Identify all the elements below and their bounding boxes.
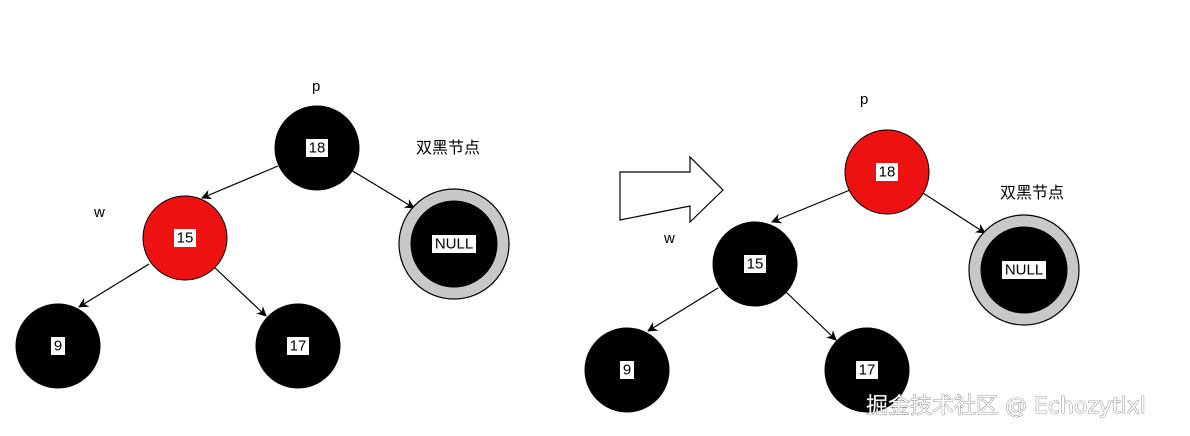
right-node-left-left-value: 9 bbox=[623, 362, 631, 379]
left-node-left-right-value: 17 bbox=[290, 338, 307, 355]
left-node-root: 18 bbox=[274, 105, 360, 191]
right-node-left-right: 17 bbox=[824, 327, 910, 413]
left-caption-double-black: 双黑节点 bbox=[416, 138, 480, 157]
watermark-text: 掘金技术社区 @ Echozytlxl bbox=[866, 394, 1146, 419]
left-node-left-value: 15 bbox=[177, 230, 194, 247]
right-node-left-right-value: 17 bbox=[859, 362, 876, 379]
right-node-left-left: 9 bbox=[584, 327, 670, 413]
left-node-left-left: 9 bbox=[15, 303, 101, 389]
right-edge-root-to-right bbox=[922, 192, 986, 234]
left-edge-root-to-left bbox=[201, 165, 279, 200]
right-caption-double-black: 双黑节点 bbox=[1000, 183, 1064, 202]
right-edge-root-to-left bbox=[771, 189, 851, 224]
right-edge-left-to-left-left bbox=[647, 287, 719, 332]
right-node-right-double-black: NULL bbox=[968, 214, 1080, 326]
right-node-left-value: 15 bbox=[747, 256, 764, 273]
left-label-p: p bbox=[312, 78, 320, 95]
right-node-root-value: 18 bbox=[879, 164, 896, 181]
left-tree: p w 双黑节点 18 15 NULL 9 bbox=[15, 78, 510, 389]
left-edge-root-to-right bbox=[350, 169, 415, 209]
right-label-p: p bbox=[860, 91, 868, 108]
left-node-left-left-value: 9 bbox=[54, 338, 62, 355]
right-edge-left-to-left-right bbox=[784, 290, 837, 341]
transform-arrow-icon bbox=[619, 155, 724, 224]
left-node-right-value: NULL bbox=[435, 236, 473, 253]
left-node-right-double-black: NULL bbox=[398, 188, 510, 300]
left-node-root-value: 18 bbox=[309, 140, 326, 157]
left-edge-left-to-left-left bbox=[78, 263, 150, 308]
right-tree: p w 双黑节点 18 15 NULL 9 bbox=[584, 91, 1080, 413]
left-node-left-right: 17 bbox=[255, 303, 341, 389]
left-edge-left-to-left-right bbox=[213, 266, 267, 317]
left-node-left: 15 bbox=[142, 195, 228, 281]
right-node-left: 15 bbox=[712, 221, 798, 307]
left-label-w: w bbox=[93, 204, 105, 221]
right-label-w: w bbox=[663, 230, 675, 247]
right-node-right-value: NULL bbox=[1005, 262, 1043, 279]
right-node-root: 18 bbox=[844, 129, 930, 215]
